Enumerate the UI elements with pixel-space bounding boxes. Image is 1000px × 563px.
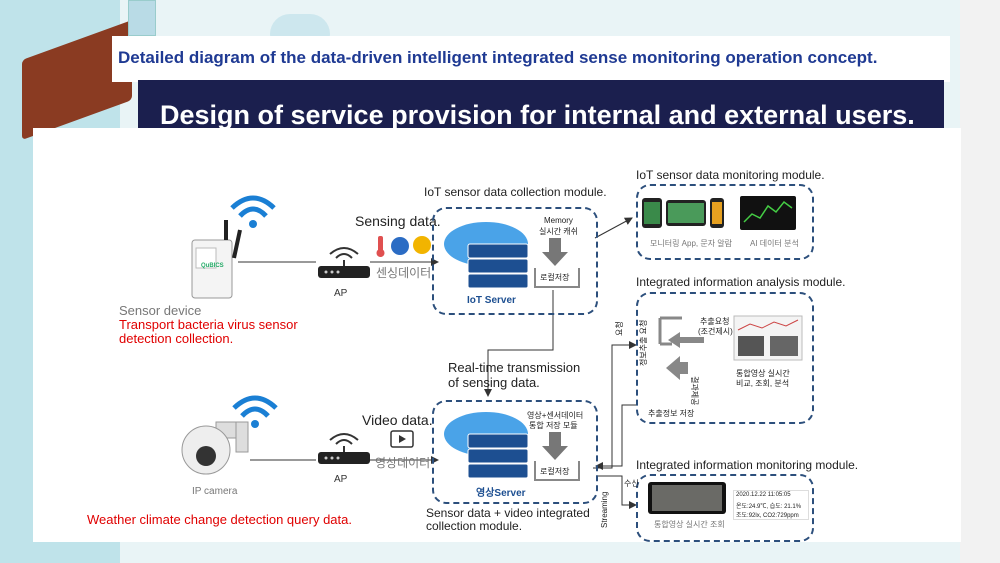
iot-server-icon — [444, 222, 529, 289]
video-data-kr-label: 영상데이터 — [375, 456, 431, 470]
camera-desc: Weather climate change detection query d… — [87, 512, 352, 527]
condition-line2: (조건제시) — [698, 327, 733, 336]
sensor-types-icons — [376, 236, 431, 257]
realtime-transmission-line — [484, 290, 554, 397]
iot-local-storage-box — [534, 268, 580, 288]
sensor-device-icon — [191, 220, 242, 299]
video-server-icon — [444, 412, 529, 479]
video-caption-line1: Sensor data + video integrated — [426, 506, 590, 520]
video-caption-line2: collection module. — [426, 519, 523, 533]
analysis-box — [636, 292, 814, 424]
router-icon — [318, 247, 370, 278]
title-band — [112, 36, 950, 82]
extract-store-label: 추출정보 저장 — [648, 409, 695, 418]
iot-to-monitoring-line — [594, 217, 633, 239]
ai-analysis-icon — [740, 196, 796, 230]
analysis-bracket-icon — [658, 316, 688, 380]
video-local-storage-box — [534, 461, 580, 481]
readout-line1: 2020.12.22 11:05:05 — [736, 492, 791, 498]
iot-collection-box — [432, 207, 598, 315]
video-analysis-line1: 통합영상 실시간 — [736, 369, 790, 378]
sensor-device-label: Sensor device — [119, 303, 202, 318]
memory-cache-label: 실시간 캐쉬 — [539, 227, 579, 236]
video-analysis-line2: 비교, 조회, 분석 — [736, 379, 790, 388]
readout-line2: 온도:24.9℃, 습도: 21.1% — [736, 504, 802, 510]
integrated-monitor-title: Integrated information monitoring module… — [636, 458, 859, 472]
request-label: 요청 — [615, 321, 624, 336]
ip-camera-label: IP camera — [192, 486, 238, 497]
video-to-analysis-line — [593, 341, 637, 469]
streaming-label: Streaming — [600, 491, 609, 528]
iot-server-label: IoT Server — [467, 295, 516, 306]
extract-request-label: 정보추출 요청 — [639, 319, 648, 366]
sensor-readout-panel — [733, 490, 809, 520]
sensing-data-kr-label: 센싱데이터 — [376, 266, 432, 280]
monitoring-box — [636, 184, 814, 260]
down-arrow-icon — [542, 238, 568, 266]
video-server-label: 영상Server — [476, 488, 526, 499]
video-local-storage-label: 로컬저장 — [540, 467, 570, 476]
ap-label-bottom: AP — [334, 474, 348, 485]
left-arrow-icon — [668, 332, 704, 348]
monitoring-title: IoT sensor data monitoring module. — [636, 168, 825, 182]
ai-analysis-caption: AI 데이터 분석 — [750, 239, 799, 248]
video-data-label: Video data. — [362, 412, 433, 428]
video-module-line2: 통합 저장 모듈 — [529, 421, 578, 430]
sensor-wifi-icon — [230, 195, 276, 228]
analysis-title: Integrated information analysis module. — [636, 275, 846, 289]
condition-line1: 추출요청 — [700, 317, 730, 326]
sensor-desc-line2: detection collection. — [119, 331, 234, 346]
camera-wifi-icon — [232, 395, 278, 428]
memory-label: Memory — [544, 216, 573, 225]
decorative-lamp — [128, 0, 156, 36]
film-icon — [390, 430, 414, 448]
sensing-data-label: Sensing data. — [355, 213, 441, 229]
diagram-subtitle: Design of service provision for internal… — [160, 100, 915, 130]
sensor-brand-label: QuBICS — [201, 263, 224, 269]
ap-label-top: AP — [334, 288, 348, 299]
diagram-title: Detailed diagram of the data-driven inte… — [118, 48, 878, 67]
iot-collection-title: IoT sensor data collection module. — [424, 185, 607, 199]
integrated-video-screen-icon — [648, 482, 726, 514]
router-icon-bottom — [318, 433, 370, 464]
readout-line3: 조도:92lx, CO2:729ppm — [736, 513, 799, 519]
integrated-monitor-box — [636, 474, 814, 542]
background-right-panel — [960, 0, 1000, 563]
video-module-line1: 영상+센서데이터 — [527, 411, 584, 420]
iot-local-storage-label: 로컬저장 — [540, 273, 570, 282]
realtime-line2: of sensing data. — [448, 375, 540, 390]
receive-label: 수신 — [624, 479, 639, 488]
monitoring-app-icon — [642, 198, 724, 228]
result-label: 결과제공 — [690, 376, 699, 406]
down-arrow-icon-2 — [542, 432, 568, 460]
video-to-monitor-line — [596, 475, 637, 509]
realtime-line1: Real-time transmission — [448, 360, 581, 375]
analysis-screen-icon — [733, 315, 803, 361]
ip-camera-icon — [181, 421, 249, 475]
sensor-desc-line1: Transport bacteria virus sensor — [119, 317, 298, 332]
integrated-video-caption: 통합영상 실시간 조회 — [654, 520, 725, 529]
monitoring-app-caption: 모니터링 App, 문자 알람 — [650, 239, 733, 248]
video-collection-box — [432, 400, 598, 504]
analysis-to-video-line — [595, 404, 636, 470]
